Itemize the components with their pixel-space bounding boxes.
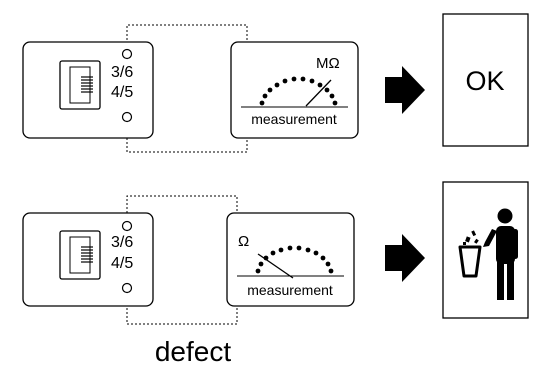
pin-label-top: 3/6 [111, 64, 133, 81]
test-point-top [121, 48, 133, 60]
rj45-jack-icon [59, 230, 101, 280]
pin-label-bottom: 4/5 [111, 84, 133, 101]
rj45-jack-icon [59, 60, 101, 110]
test-point-top [121, 220, 133, 232]
insulation-meter: Ω measurement [226, 212, 355, 307]
test-wire-top [126, 195, 238, 213]
meter-needle [305, 79, 332, 107]
arrow-right-icon [385, 66, 425, 114]
defect-label: defect [155, 336, 231, 366]
connector-panel: 3/6 4/5 [22, 212, 154, 307]
arrow-right-icon [385, 234, 425, 282]
meter-needle [257, 253, 294, 279]
test-wire-bottom [126, 296, 238, 325]
pin-label-top: 3/6 [111, 234, 133, 251]
meter-unit-label: Ω [238, 233, 249, 250]
result-panel-defect [442, 181, 529, 319]
insulation-meter: MΩ measurement [230, 41, 359, 139]
result-panel-ok: OK [442, 13, 529, 147]
meter-scale-dots [255, 245, 334, 274]
meter-label: measurement [247, 282, 333, 298]
result-text: OK [465, 66, 504, 96]
test-wire-top [126, 24, 248, 52]
meter-unit-label: MΩ [316, 55, 340, 72]
pin-label-bottom: 4/5 [111, 255, 133, 272]
meter-scale-dots [259, 76, 338, 106]
trash-person-icon [458, 208, 518, 300]
test-point-bottom [121, 282, 133, 294]
meter-label: measurement [251, 111, 337, 127]
row-defect: 3/6 4/5 Ω [22, 181, 529, 366]
test-point-bottom [121, 111, 133, 123]
connector-panel: 3/6 4/5 [22, 41, 154, 139]
row-good: 3/6 4/5 MΩ [22, 13, 529, 153]
